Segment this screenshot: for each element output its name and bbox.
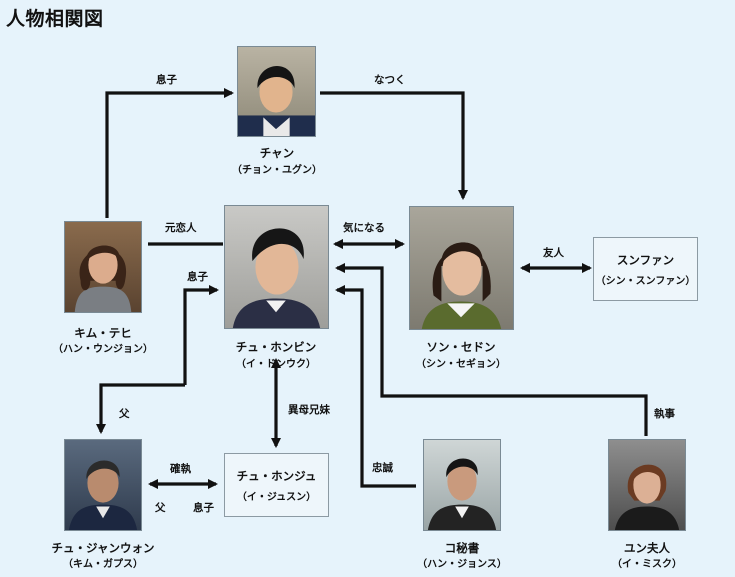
rel-natsuku: なつく <box>374 74 406 86</box>
honju-box: チュ・ホンジュ （イ・ジュスン） <box>224 453 329 517</box>
rel-son-left: 息子 <box>187 271 208 283</box>
taehee-actor: （ハン・ウンジョン） <box>53 344 153 355</box>
ko-photo <box>423 439 501 531</box>
rel-loyalty: 忠誠 <box>372 462 393 474</box>
chan-actor: （チョン・ユグン） <box>232 165 322 176</box>
chan-name: チャン <box>259 146 295 160</box>
yun-name: ユン夫人 <box>624 541 670 555</box>
sedon-actor: （シン・セギョン） <box>416 359 506 370</box>
sedon-photo <box>409 206 514 330</box>
sunfan-box: スンファン （シン・スンファン） <box>593 237 698 301</box>
sunfan-actor: （シン・スンファン） <box>595 275 696 287</box>
honju-name: チュ・ホンジュ <box>236 468 317 483</box>
rel-ki-ni-naru: 気になる <box>343 222 385 234</box>
hongbin-name: チュ・ホンビン <box>235 340 317 354</box>
line-ko-hongbin <box>334 284 416 488</box>
line-janwon-hongbin <box>183 284 220 385</box>
line-hongbin-janwon <box>95 383 185 435</box>
rel-son-top: 息子 <box>156 74 177 86</box>
rel-father-bottom: 父 <box>155 502 166 514</box>
janwon-photo <box>64 439 142 531</box>
line-taehee-chan <box>105 87 235 218</box>
rel-butler: 執事 <box>654 408 675 420</box>
taehee-photo <box>64 221 142 313</box>
hongbin-photo <box>224 205 329 329</box>
sedon-name: ソン・セドン <box>426 340 496 354</box>
janwon-actor: （キム・ガプス） <box>63 559 143 570</box>
rel-son-bottom: 息子 <box>193 502 214 514</box>
rel-friend: 友人 <box>543 247 564 259</box>
janwon-name: チュ・ジャンウォン <box>51 541 155 555</box>
honju-actor: （イ・ジュスン） <box>236 491 317 503</box>
ko-name: コ秘書 <box>444 541 480 555</box>
hongbin-actor: （イ・ドンウク） <box>236 359 316 370</box>
yun-actor: （イ・ミスク） <box>612 559 682 570</box>
page-title: 人物相関図 <box>6 8 104 30</box>
rel-conflict: 確執 <box>170 463 191 475</box>
taehee-name: キム・テヒ <box>74 326 132 340</box>
rel-father-left: 父 <box>119 408 130 420</box>
line-chan-sedon <box>320 91 469 201</box>
rel-former-lover: 元恋人 <box>165 222 197 234</box>
line-yun-hongbin <box>334 262 648 436</box>
yun-photo <box>608 439 686 531</box>
chan-photo <box>237 46 316 137</box>
rel-half-sibling: 異母兄妹 <box>288 404 330 416</box>
sunfan-name: スンファン <box>616 252 675 267</box>
ko-actor: （ハン・ジョンス） <box>417 559 507 570</box>
